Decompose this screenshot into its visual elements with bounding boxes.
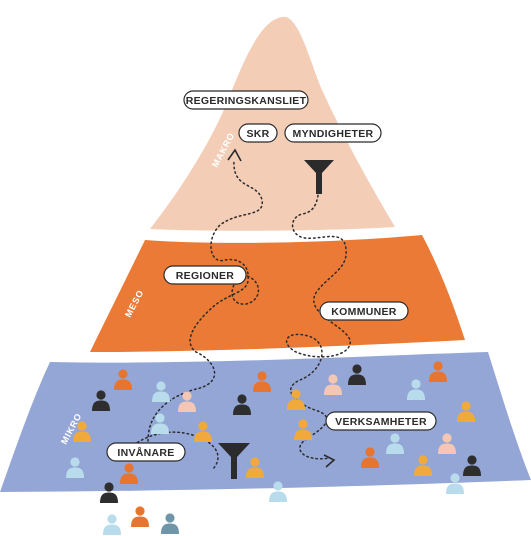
label-invanare: INVÅNARE [106, 442, 186, 462]
person-icon [407, 379, 425, 400]
person-icon [194, 421, 212, 442]
label-skr-text: SKR [246, 128, 269, 140]
downward-path [285, 185, 351, 460]
arrow-head-icon [323, 454, 336, 468]
person-icon [120, 463, 138, 484]
label-regioner: REGIONER [163, 265, 247, 285]
person-icon [361, 447, 379, 468]
person-icon [386, 433, 404, 454]
person-icon [66, 457, 84, 478]
label-skr: SKR [238, 123, 278, 143]
label-regeringskansliet: REGERINGSKANSLIET [183, 90, 309, 110]
person-icon [294, 419, 312, 440]
label-kommuner: KOMMUNER [319, 301, 409, 321]
residents-group [66, 361, 481, 535]
funnel-icon [304, 160, 334, 194]
label-kommuner-text: KOMMUNER [331, 306, 397, 318]
meso-layer [90, 235, 465, 352]
person-icon [114, 369, 132, 390]
label-myndigheter: MYNDIGHETER [284, 123, 382, 143]
person-icon [446, 473, 464, 494]
upward-loop [231, 274, 260, 305]
person-icon [287, 389, 305, 410]
label-verksamheter: VERKSAMHETER [325, 411, 437, 431]
person-icon [246, 457, 264, 478]
person-icon [429, 361, 447, 382]
person-icon [438, 433, 456, 454]
person-icon [414, 455, 432, 476]
label-regeringskansliet-text: REGERINGSKANSLIET [186, 95, 307, 107]
person-icon [152, 381, 170, 402]
person-icon [100, 482, 118, 503]
label-invanare-text: INVÅNARE [117, 446, 174, 459]
person-icon [269, 481, 287, 502]
person-icon [457, 401, 475, 422]
person-icon [463, 455, 481, 476]
person-icon [348, 364, 366, 385]
arrow-head-icon [227, 148, 242, 162]
person-icon [178, 391, 196, 412]
person-icon [131, 506, 149, 527]
person-icon [73, 421, 91, 442]
person-icon [253, 371, 271, 392]
person-icon [233, 394, 251, 415]
person-icon [324, 374, 342, 395]
funnel-icon [218, 443, 250, 479]
label-regioner-text: REGIONER [176, 270, 235, 282]
person-icon [103, 514, 121, 535]
person-icon [92, 390, 110, 411]
person-icon [161, 513, 179, 534]
makro-layer [150, 16, 395, 231]
label-myndigheter-text: MYNDIGHETER [293, 128, 374, 140]
upward-path [147, 159, 263, 456]
label-verksamheter-text: VERKSAMHETER [335, 416, 427, 428]
person-icon [151, 413, 169, 434]
